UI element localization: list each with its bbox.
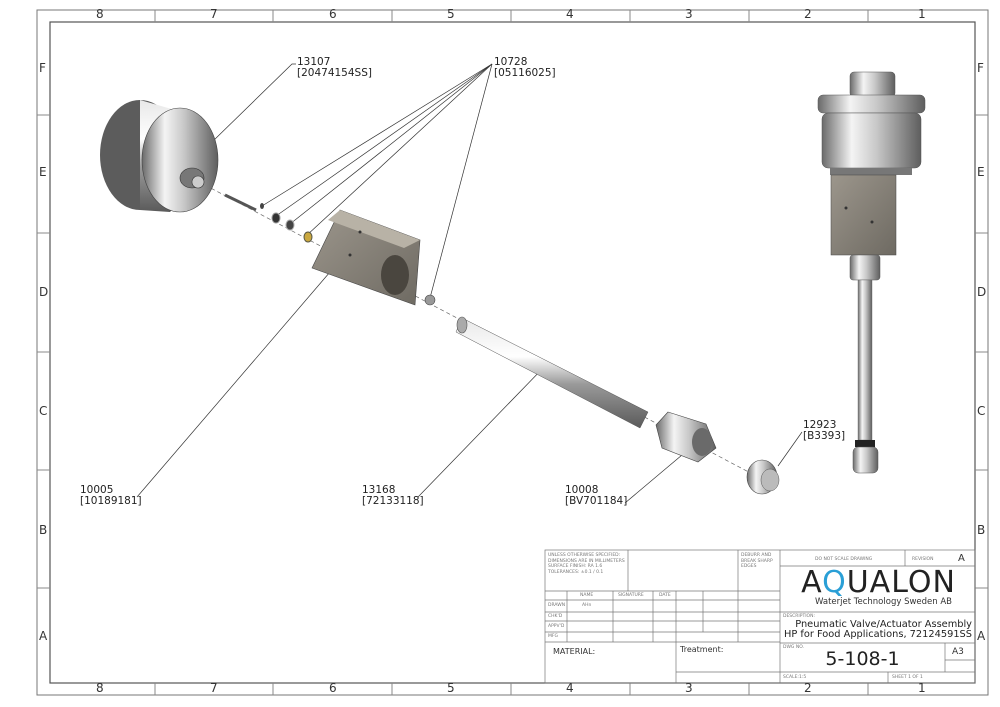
revision-label: REVISION bbox=[912, 557, 934, 562]
callout-10005: 10005[10189181] bbox=[80, 485, 142, 507]
actuator-cylinder-part bbox=[100, 100, 219, 213]
title-block-grid bbox=[544, 549, 976, 684]
zone-row-D-right: D bbox=[977, 285, 987, 299]
rod-part bbox=[455, 316, 649, 429]
zone-col-1: 1 bbox=[918, 7, 926, 21]
dwg-no-label: DWG NO. bbox=[783, 645, 804, 650]
cap-part bbox=[746, 459, 780, 495]
zone-col-2-bottom: 2 bbox=[804, 681, 812, 695]
material-label: MATERIAL: bbox=[553, 647, 596, 656]
logo-letter: Q bbox=[822, 565, 847, 600]
drawing-number: 5-108-1 bbox=[825, 648, 900, 670]
logo-letter: U bbox=[846, 565, 870, 600]
logo-letter: A bbox=[801, 565, 823, 600]
seal-parts bbox=[224, 193, 313, 243]
part-number: 10008 bbox=[565, 484, 599, 496]
zone-row-A-right: A bbox=[977, 629, 986, 643]
part-number: 12923 bbox=[803, 419, 837, 431]
zone-row-B-right: B bbox=[977, 523, 986, 537]
row-checked: CHK'D bbox=[548, 614, 563, 619]
row-approved: APPV'D bbox=[548, 624, 565, 629]
part-number: 10005 bbox=[80, 484, 114, 496]
part-ref: [BV701184] bbox=[565, 495, 628, 507]
general-notes: UNLESS OTHERWISE SPECIFIED: DIMENSIONS A… bbox=[548, 553, 625, 575]
zone-row-F-right: F bbox=[977, 61, 984, 75]
plug-part bbox=[424, 294, 436, 306]
zone-row-B: B bbox=[39, 523, 48, 537]
part-ref: [72133118] bbox=[362, 495, 424, 507]
part-ref: [20474154SS] bbox=[297, 67, 372, 79]
deburr-note: DEBURR AND BREAK SHARP EDGES bbox=[741, 553, 773, 569]
part-number: 13168 bbox=[362, 484, 396, 496]
zone-col-8: 8 bbox=[96, 7, 104, 21]
zone-row-E: E bbox=[39, 165, 47, 179]
description-line-2: HP for Food Applications, 72124591SS bbox=[784, 629, 972, 640]
zone-col-1-bottom: 1 bbox=[918, 681, 926, 695]
part-ref: [B3393] bbox=[803, 430, 846, 442]
zone-col-4-bottom: 4 bbox=[566, 681, 574, 695]
zone-row-F: F bbox=[39, 61, 46, 75]
drawn-by: AHn bbox=[582, 603, 592, 608]
header-name: NAME bbox=[580, 593, 594, 598]
zone-col-3: 3 bbox=[685, 7, 693, 21]
treatment-label: Treatment: bbox=[680, 645, 724, 654]
description-line-1: Pneumatic Valve/Actuator Assembly bbox=[795, 619, 972, 630]
zone-col-8-bottom: 8 bbox=[96, 681, 104, 695]
logo-letter: L bbox=[891, 565, 908, 600]
company-logo: AQUALON bbox=[782, 565, 975, 601]
zone-row-E-right: E bbox=[977, 165, 985, 179]
zone-row-C: C bbox=[39, 404, 48, 418]
part-number: 13107 bbox=[297, 56, 331, 68]
part-ref: [05116025] bbox=[494, 67, 556, 79]
zone-col-6-bottom: 6 bbox=[329, 681, 337, 695]
zone-row-C-right: C bbox=[977, 404, 986, 418]
logo-letter: N bbox=[932, 565, 956, 600]
row-mfg: MFG bbox=[548, 634, 558, 639]
zone-col-2: 2 bbox=[804, 7, 812, 21]
zone-col-3-bottom: 3 bbox=[685, 681, 693, 695]
callout-10008: 10008[BV701184] bbox=[565, 485, 627, 507]
header-date: DATE bbox=[659, 593, 671, 598]
logo-letter: A bbox=[869, 565, 892, 600]
zone-col-4: 4 bbox=[566, 7, 574, 21]
zone-col-6: 6 bbox=[329, 7, 337, 21]
do-not-scale: DO NOT SCALE DRAWING bbox=[815, 557, 873, 562]
nut-part bbox=[655, 411, 717, 463]
callout-13168: 13168[72133118] bbox=[362, 485, 424, 507]
row-drawn: DRAWN bbox=[548, 603, 566, 608]
callout-12923: 12923[B3393] bbox=[803, 420, 845, 442]
zone-row-D: D bbox=[39, 285, 49, 299]
zone-row-A: A bbox=[39, 629, 48, 643]
zone-col-5-bottom: 5 bbox=[447, 681, 455, 695]
leader-lines bbox=[136, 63, 803, 504]
header-signature: SIGNATURE bbox=[618, 593, 644, 598]
zone-col-7: 7 bbox=[210, 7, 218, 21]
assembled-view bbox=[817, 71, 926, 474]
zone-col-5: 5 bbox=[447, 7, 455, 21]
revision-value: A bbox=[958, 553, 965, 564]
scale-label: SCALE:1:5 bbox=[783, 675, 807, 680]
sheet-size: A3 bbox=[952, 647, 964, 657]
zone-col-7-bottom: 7 bbox=[210, 681, 218, 695]
callout-13107: 13107[20474154SS] bbox=[297, 57, 372, 79]
callout-10728: 10728[05116025] bbox=[494, 57, 556, 79]
valve-block-part bbox=[311, 209, 421, 306]
zone-ticks bbox=[37, 10, 988, 695]
logo-letter: O bbox=[907, 565, 933, 600]
part-number: 10728 bbox=[494, 56, 528, 68]
company-sub: Waterjet Technology Sweden AB bbox=[815, 597, 953, 607]
sheet-label: SHEET 1 OF 1 bbox=[892, 675, 923, 680]
description: Pneumatic Valve/Actuator Assembly HP for… bbox=[780, 620, 972, 640]
part-ref: [10189181] bbox=[80, 495, 142, 507]
description-label: DESCRIPTION: bbox=[783, 614, 815, 619]
